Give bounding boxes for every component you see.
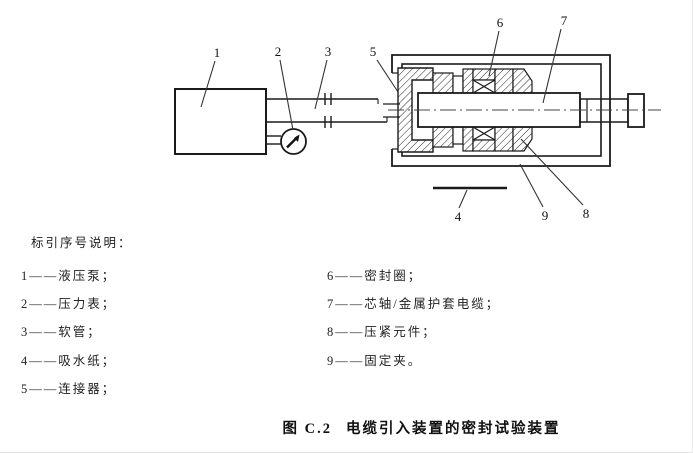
leader-9 bbox=[519, 163, 544, 208]
callout-7: 7 bbox=[561, 13, 568, 28]
leader-6 bbox=[488, 30, 500, 77]
callout-9: 9 bbox=[542, 208, 549, 223]
callout-5: 5 bbox=[370, 44, 377, 59]
connector bbox=[397, 67, 434, 153]
figure-number: 图 C.2 bbox=[282, 421, 332, 437]
compression-element-upper bbox=[512, 68, 533, 94]
hose-lower bbox=[266, 116, 400, 128]
leader-1 bbox=[200, 60, 216, 108]
legend-item-4: 4——吸水纸； bbox=[21, 354, 117, 368]
callout-6: 6 bbox=[497, 15, 504, 30]
callout-1: 1 bbox=[214, 45, 221, 60]
legend-item-2: 2——压力表； bbox=[21, 297, 117, 311]
legend-item-5: 5——连接器； bbox=[21, 382, 117, 396]
legend-item-6: 6——密封圈； bbox=[327, 269, 423, 283]
legend-item-8: 8——压紧元件； bbox=[327, 325, 437, 339]
seal-assembly-upper bbox=[432, 68, 533, 94]
leader-2 bbox=[279, 59, 294, 131]
seal-ring-lower bbox=[472, 126, 496, 141]
callout-4: 4 bbox=[455, 209, 462, 224]
leader-4 bbox=[458, 189, 468, 209]
callout-2: 2 bbox=[275, 44, 282, 59]
leader-8 bbox=[520, 138, 584, 206]
seal-assembly-lower bbox=[432, 126, 533, 152]
callout-3: 3 bbox=[325, 44, 332, 59]
pressure-gauge bbox=[266, 128, 307, 155]
hose-upper bbox=[266, 93, 400, 105]
sealing-test-device-diagram: 1 2 3 5 6 7 4 9 8 bbox=[174, 13, 661, 224]
callout-8: 8 bbox=[583, 206, 590, 221]
leader-lines bbox=[200, 28, 584, 209]
legend-item-7: 7——芯轴/金属护套电缆； bbox=[327, 297, 501, 311]
figure-caption: 图 C.2 电缆引入装置的密封试验装置 bbox=[0, 417, 693, 438]
legend-item-9: 9——固定夹。 bbox=[327, 354, 423, 368]
leader-3 bbox=[314, 59, 328, 110]
leader-7 bbox=[542, 28, 562, 104]
leader-5 bbox=[376, 59, 399, 93]
legend-heading: 标引序号说明： bbox=[31, 236, 133, 250]
seal-ring-upper bbox=[472, 79, 496, 94]
figure-title: 电缆引入装置的密封试验装置 bbox=[345, 421, 561, 437]
hydraulic-pump bbox=[174, 88, 267, 155]
legend-item-3: 3——软管； bbox=[21, 325, 102, 339]
legend-item-1: 1——液压泵； bbox=[21, 269, 117, 283]
callout-numbers: 1 2 3 5 6 7 4 9 8 bbox=[214, 13, 590, 224]
